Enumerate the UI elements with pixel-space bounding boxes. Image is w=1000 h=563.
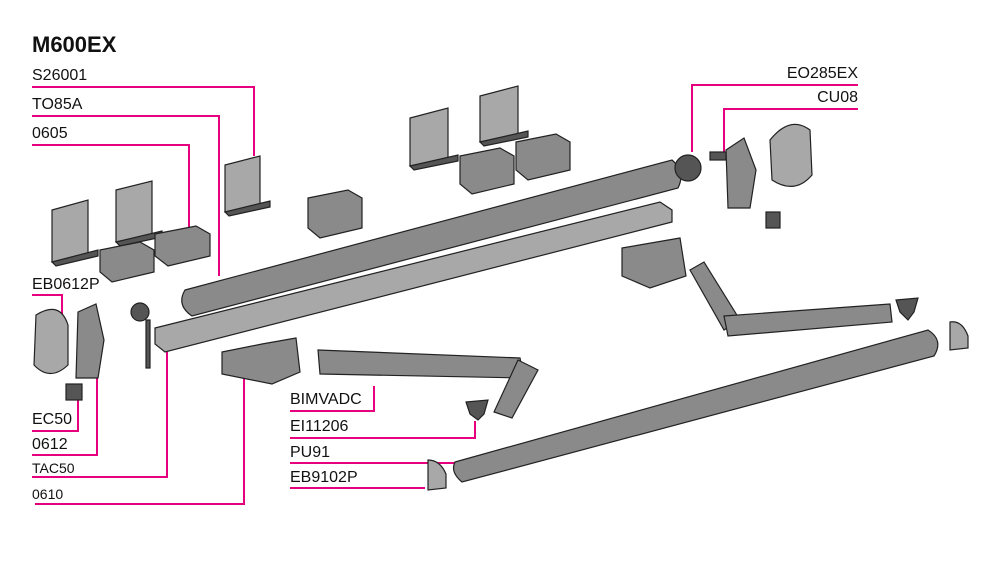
end-cap-right	[769, 123, 813, 187]
arm-bracket-0610	[221, 337, 301, 385]
label-eb9102p: EB9102P	[290, 469, 358, 486]
cap-right	[765, 211, 781, 229]
bracket-0612	[75, 303, 105, 379]
label-0612: 0612	[32, 436, 68, 453]
square-bar-tac50	[154, 201, 673, 353]
support-0605	[99, 133, 571, 283]
crank-rod	[145, 319, 151, 369]
label-bimvadc: BIMVADC	[290, 391, 362, 408]
cap-ec50	[65, 383, 83, 401]
fitting-right	[895, 297, 919, 321]
label-eo285ex: EO285EX	[787, 65, 858, 82]
diagram-title: M600EX	[32, 32, 117, 57]
end-cap-eb0612p	[33, 308, 69, 375]
front-bar-pu91	[452, 329, 939, 483]
roller-end-eo285ex	[674, 154, 702, 182]
label-cu08: CU08	[817, 89, 858, 106]
fitting-ei11206	[465, 399, 489, 421]
part-cu08	[709, 151, 727, 161]
label-s26001: S26001	[32, 67, 87, 84]
arm-bracket-right	[621, 237, 687, 289]
bracket-cu08	[725, 137, 757, 209]
label-0605: 0605	[32, 125, 68, 142]
label-eb0612p: EB0612P	[32, 276, 100, 293]
end-cap-right-front	[949, 321, 969, 351]
arm-bimvadc	[317, 261, 893, 419]
label-ei11206: EI11206	[290, 418, 349, 435]
label-0610: 0610	[32, 486, 63, 502]
label-to85a: TO85A	[32, 96, 83, 113]
label-pu91: PU91	[290, 444, 330, 461]
drive-gear	[130, 302, 150, 322]
label-tac50: TAC50	[32, 460, 75, 476]
leader-lines	[32, 84, 858, 505]
end-cap-eb9102p	[427, 459, 447, 491]
label-ec50: EC50	[32, 411, 72, 428]
